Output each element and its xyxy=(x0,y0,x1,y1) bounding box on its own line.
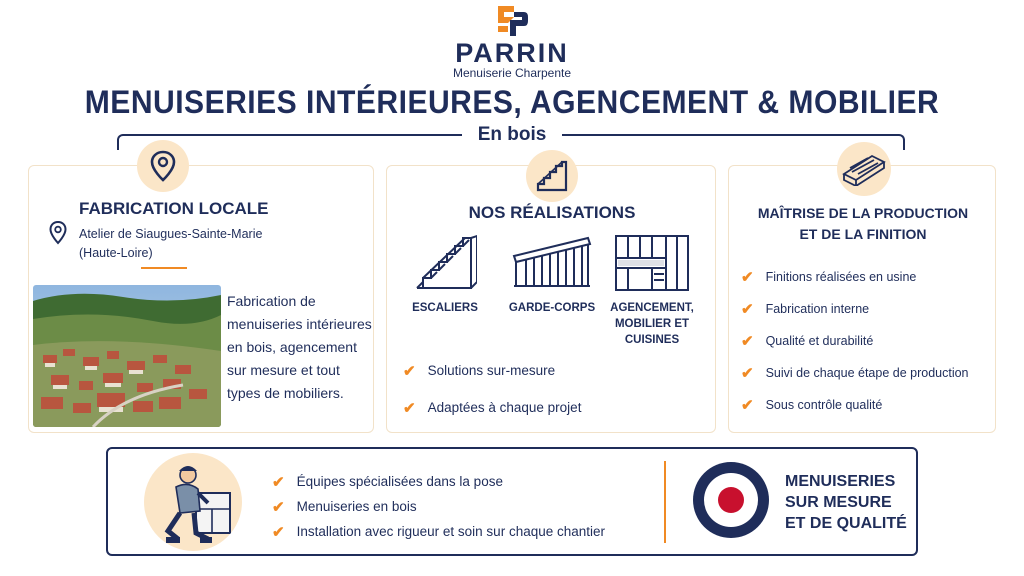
page-subtitle: En bois xyxy=(462,124,562,146)
atelier-line1: Atelier de Siaugues-Sainte-Marie xyxy=(79,227,263,241)
production-checklist: ✔ Finitions réalisées en usine ✔ Fabricati… xyxy=(741,261,969,421)
realisations-heading: NOS RÉALISATIONS xyxy=(468,203,636,222)
installation-band: ✔ Équipes spécialisées dans la pose ✔ Menu… xyxy=(106,447,918,556)
list-item: ✔ Qualité et durabilité xyxy=(741,325,969,357)
installation-checklist: ✔ Équipes spécialisées dans la pose ✔ Menu… xyxy=(272,469,605,544)
list-item: ✔ Équipes spécialisées dans la pose xyxy=(272,469,605,494)
village-photo xyxy=(33,285,221,427)
list-item-text: Installation avec rigueur et soin sur ch… xyxy=(296,524,606,539)
local-desc-line: sur mesure et tout xyxy=(227,362,340,378)
production-heading-line: ET DE LA FINITION xyxy=(799,226,927,242)
section-divider xyxy=(664,461,666,543)
atelier-address: Atelier de Siaugues-Sainte-Marie (Haute-… xyxy=(79,225,299,263)
list-item-text: Qualité et durabilité xyxy=(765,334,874,348)
list-item-text: Suivi de chaque étape de production xyxy=(765,366,969,380)
list-item: ✔ Sous contrôle qualité xyxy=(741,389,969,421)
installer-illustration xyxy=(144,453,242,551)
list-item: ✔ Menuiseries en bois xyxy=(272,494,605,519)
check-icon: ✔ xyxy=(272,498,285,516)
kitchen-cabinet-icon xyxy=(615,235,689,291)
quality-statement: MENUISERIES SUR MESURE ET DE QUALITÉ xyxy=(785,471,907,534)
brand-tagline: Menuiserie Charpente xyxy=(452,66,572,80)
product-label-line: MOBILIER ET CUISINES xyxy=(614,318,690,346)
product-stairs: ESCALIERS xyxy=(390,234,500,316)
list-item: ✔ Installation avec rigueur et soin sur c… xyxy=(272,519,605,544)
local-heading: FABRICATION LOCALE xyxy=(79,199,269,218)
check-icon: ✔ xyxy=(741,333,754,350)
check-icon: ✔ xyxy=(272,473,285,491)
list-item: ✔ Finitions réalisées en usine xyxy=(741,261,969,293)
product-garde-corps: GARDE-CORPS xyxy=(497,234,607,316)
check-icon: ✔ xyxy=(741,397,754,414)
check-icon: ✔ xyxy=(741,365,754,382)
wood-plank-icon xyxy=(842,154,886,186)
local-desc-line: en bois, agencement xyxy=(227,339,357,355)
local-description: Fabrication de menuiseries intérieures e… xyxy=(227,290,372,405)
local-desc-line: Fabrication de xyxy=(227,293,316,309)
brand-logo: PARRIN Menuiserie Charpente xyxy=(0,4,1024,80)
location-pin-icon-badge xyxy=(137,140,189,192)
list-item: ✔ Adaptées à chaque projet xyxy=(403,389,581,426)
list-item-text: Sous contrôle qualité xyxy=(765,398,883,412)
list-item-text: Fabrication interne xyxy=(765,302,870,316)
check-icon: ✔ xyxy=(403,399,416,417)
sp-logo-icon xyxy=(498,6,528,36)
list-item-text: Adaptées à chaque projet xyxy=(427,400,582,415)
production-heading: MAÎTRISE DE LA PRODUCTION ET DE LA FINIT… xyxy=(729,203,997,245)
stairs-icon xyxy=(416,234,477,289)
product-label: GARDE-CORPS xyxy=(508,302,596,314)
brand-name: PARRIN xyxy=(455,38,569,68)
stairs-icon xyxy=(536,160,568,192)
installer-icon xyxy=(164,466,231,543)
page-title: MENUISERIES INTÉRIEURES, AGENCEMENT & MO… xyxy=(84,84,940,120)
quality-line: SUR MESURE xyxy=(785,494,892,511)
product-label-line: AGENCEMENT, xyxy=(610,302,694,314)
railing-icon xyxy=(512,236,592,287)
list-item: ✔ Fabrication interne xyxy=(741,293,969,325)
product-label: AGENCEMENT, MOBILIER ET CUISINES xyxy=(597,300,707,348)
production-panel: MAÎTRISE DE LA PRODUCTION ET DE LA FINIT… xyxy=(728,142,997,433)
atelier-line2: (Haute-Loire) xyxy=(79,246,153,260)
french-roundel-icon xyxy=(693,462,769,538)
local-desc-line: menuiseries intérieures xyxy=(227,316,372,332)
stairs-icon-badge xyxy=(526,150,578,202)
check-icon: ✔ xyxy=(741,269,754,286)
location-pin-icon xyxy=(150,150,176,182)
orange-divider xyxy=(141,267,187,269)
wood-plank-icon-badge xyxy=(837,142,891,196)
production-heading-line: MAÎTRISE DE LA PRODUCTION xyxy=(757,205,969,221)
check-icon: ✔ xyxy=(741,301,754,318)
local-fabrication-panel: FABRICATION LOCALE Atelier de Siaugues-S… xyxy=(28,140,374,433)
realisations-checklist: ✔ Solutions sur-mesure ✔ Adaptées à chaque… xyxy=(403,352,581,426)
product-label: ESCALIERS xyxy=(412,302,478,314)
list-item: ✔ Suivi de chaque étape de production xyxy=(741,357,969,389)
list-item: ✔ Solutions sur-mesure xyxy=(403,352,581,389)
product-agencement: AGENCEMENT, MOBILIER ET CUISINES xyxy=(597,234,707,348)
list-item-text: Menuiseries en bois xyxy=(296,499,417,514)
list-item-text: Équipes spécialisées dans la pose xyxy=(296,474,503,489)
check-icon: ✔ xyxy=(403,362,416,380)
list-item-text: Solutions sur-mesure xyxy=(427,363,556,378)
check-icon: ✔ xyxy=(272,523,285,541)
quality-line: MENUISERIES xyxy=(785,473,896,490)
local-desc-line: types de mobiliers. xyxy=(227,385,344,401)
realisations-panel: NOS RÉALISATIONS ESCALIERS GARDE-CORPS xyxy=(386,150,716,433)
list-item-text: Finitions réalisées en usine xyxy=(765,270,917,284)
quality-line: ET DE QUALITÉ xyxy=(785,515,907,532)
location-pin-icon xyxy=(49,221,67,245)
